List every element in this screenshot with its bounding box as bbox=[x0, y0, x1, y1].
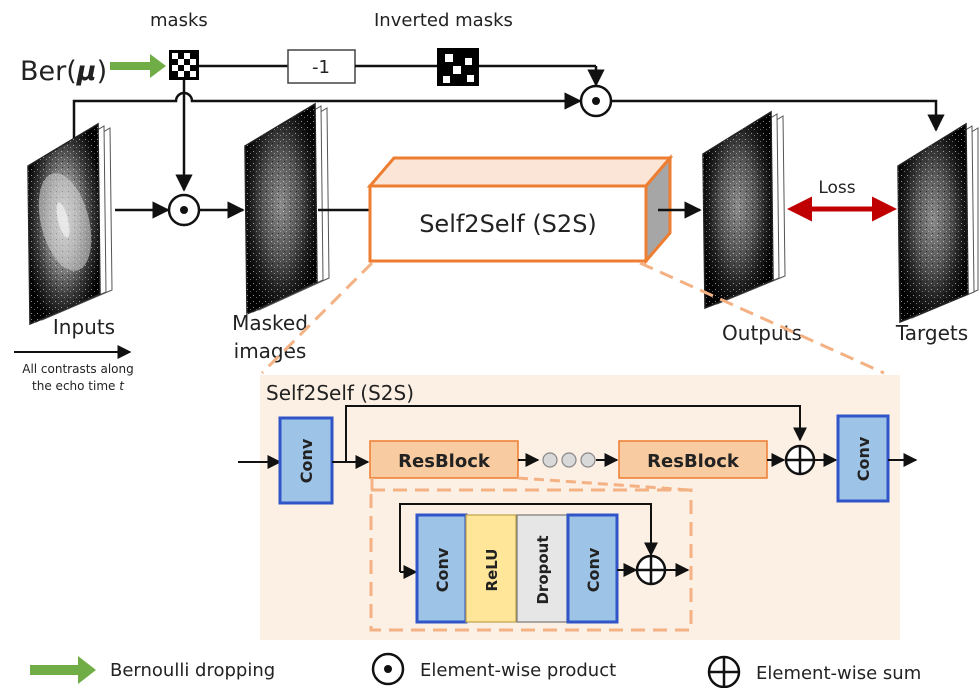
inverted-masks-label: Inverted masks bbox=[374, 10, 513, 31]
loss-label: Loss bbox=[818, 178, 855, 198]
bernoulli-label: Ber(μ) bbox=[20, 56, 107, 87]
masks-label: masks bbox=[150, 10, 208, 31]
resblock-label-1: ResBlock bbox=[398, 451, 491, 472]
masked-images-label-line2: images bbox=[234, 339, 307, 363]
legend-green-arrow-icon bbox=[30, 656, 96, 684]
product-node-left bbox=[167, 193, 201, 227]
self2self-label: Self2Self (S2S) bbox=[419, 210, 597, 238]
legend-product-label: Element-wise product bbox=[420, 660, 616, 681]
inverted-mask-icon bbox=[437, 48, 479, 86]
minus-one-box bbox=[287, 49, 356, 84]
legend-sum-icon bbox=[707, 655, 741, 688]
mask-icon bbox=[169, 50, 199, 80]
sum-node-outer bbox=[784, 444, 816, 476]
outputs-image-stack bbox=[702, 110, 786, 310]
outputs-label: Outputs bbox=[722, 321, 802, 345]
resblock-detail-box bbox=[369, 488, 693, 632]
inputs-label: Inputs bbox=[53, 315, 115, 339]
legend-sum-label: Element-wise sum bbox=[756, 663, 921, 684]
conv-block-4 bbox=[566, 513, 619, 624]
self2self-block bbox=[366, 153, 674, 266]
inputs-image-stack bbox=[27, 122, 113, 326]
resblock-2 bbox=[618, 440, 768, 479]
green-arrow-icon bbox=[110, 54, 166, 78]
conv-label-1: Conv bbox=[297, 438, 316, 483]
resblock-label-2: ResBlock bbox=[647, 451, 740, 472]
echo-note-line2: the echo time t bbox=[32, 379, 125, 393]
resblock-1 bbox=[369, 440, 519, 479]
masked-images-stack bbox=[244, 102, 330, 316]
conv-label-4: Conv bbox=[584, 547, 603, 592]
legend-product-icon bbox=[371, 652, 405, 686]
dropout-block bbox=[516, 514, 568, 623]
targets-image-stack bbox=[897, 122, 979, 324]
conv-label-3: Conv bbox=[433, 547, 452, 592]
conv-block-1 bbox=[278, 416, 334, 505]
echo-note-line1: All contrasts along bbox=[22, 362, 134, 376]
product-node-top bbox=[579, 84, 613, 118]
targets-label: Targets bbox=[895, 321, 968, 345]
zoom-line-right bbox=[639, 261, 885, 375]
relu-label: ReLU bbox=[483, 549, 501, 592]
detail-title: Self2Self (S2S) bbox=[266, 381, 414, 405]
conv-block-3 bbox=[415, 513, 468, 624]
legend-bernoulli-label: Bernoulli dropping bbox=[110, 660, 275, 681]
relu-block bbox=[465, 514, 517, 623]
ellipsis-icon bbox=[542, 452, 596, 468]
minus-one-label: -1 bbox=[312, 57, 330, 78]
sum-node-inner bbox=[635, 554, 667, 586]
conv-label-2: Conv bbox=[854, 436, 873, 481]
masked-images-label-line1: Masked bbox=[232, 311, 308, 335]
conv-block-2 bbox=[836, 414, 890, 503]
dropout-label: Dropout bbox=[534, 535, 552, 604]
zoom-line-left bbox=[260, 261, 374, 375]
